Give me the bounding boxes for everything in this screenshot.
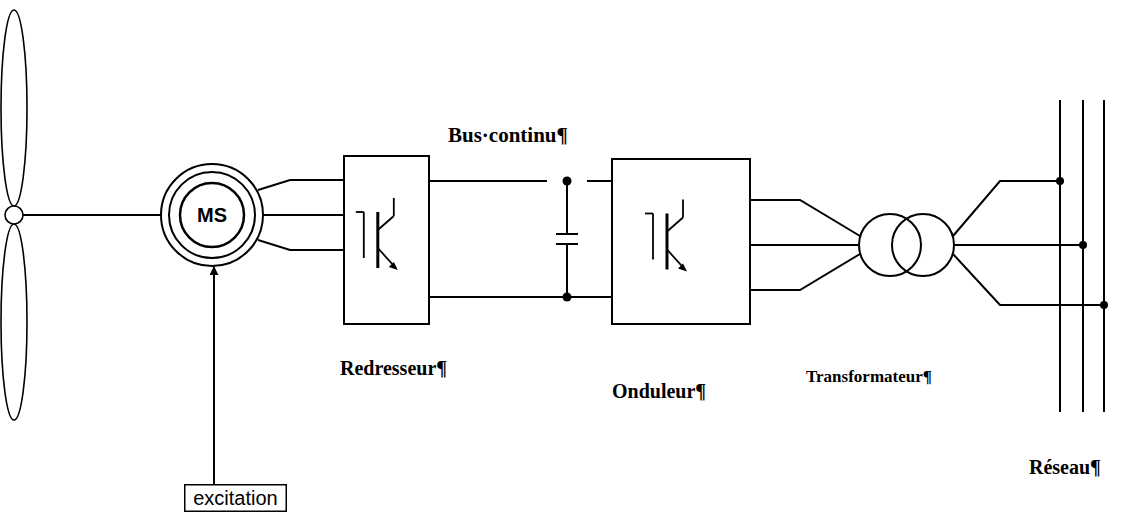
inverter-box-outline bbox=[611, 158, 751, 325]
blade bbox=[1, 10, 27, 206]
hub bbox=[5, 206, 23, 224]
wire bbox=[258, 240, 343, 250]
rectifier-box: Redresseur¶ bbox=[343, 155, 430, 325]
part-label: Redresseur¶ bbox=[340, 357, 447, 380]
arrow bbox=[213, 267, 215, 484]
dc-bus: Bus·continu¶ bbox=[547, 181, 587, 297]
excitation-box: excitation bbox=[184, 484, 287, 512]
part-label: Réseau¶ bbox=[1029, 456, 1101, 479]
wire bbox=[953, 181, 1060, 236]
dc-bus-outline bbox=[547, 181, 587, 297]
inverter-box: Onduleur¶ bbox=[611, 158, 751, 325]
node-text: excitation bbox=[193, 487, 278, 510]
grid-bars-outline bbox=[1055, 100, 1110, 412]
part-label: Onduleur¶ bbox=[612, 380, 706, 403]
wire bbox=[430, 296, 611, 298]
wire bbox=[430, 180, 547, 182]
wire bbox=[264, 214, 343, 216]
generator-circle: MS bbox=[160, 163, 264, 267]
part-label: Transformateur¶ bbox=[806, 367, 932, 387]
transformer: Transformateur¶ bbox=[858, 213, 955, 277]
node-text: MS bbox=[197, 204, 227, 227]
wire bbox=[953, 254, 1104, 305]
wire bbox=[751, 254, 860, 290]
wire bbox=[587, 180, 611, 182]
blade bbox=[1, 224, 27, 420]
wire bbox=[258, 180, 343, 190]
wire bbox=[751, 200, 860, 236]
rectifier-box-outline bbox=[343, 155, 430, 325]
part-label: Bus·continu¶ bbox=[448, 123, 568, 148]
wire bbox=[955, 244, 1055, 246]
transformer-outline bbox=[858, 213, 955, 277]
grid-bars: Réseau¶ bbox=[1055, 100, 1110, 412]
shaft bbox=[23, 214, 160, 216]
wire bbox=[751, 244, 858, 246]
